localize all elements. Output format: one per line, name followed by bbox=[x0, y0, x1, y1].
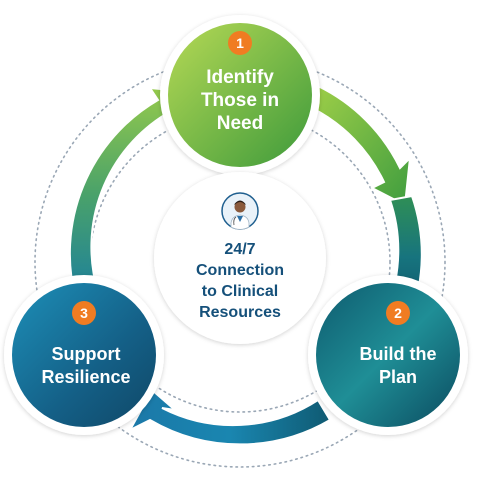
step-2-badge bbox=[386, 301, 410, 325]
step-3-label-line-2: Resilience bbox=[41, 367, 130, 387]
center-label-line-4: Resources bbox=[199, 304, 281, 321]
arc-top-right bbox=[310, 84, 412, 207]
step-3-badge bbox=[72, 301, 96, 325]
step-1-label-line-3: Need bbox=[217, 113, 263, 134]
step-1-label-line-1: Identify bbox=[206, 67, 274, 88]
inner-dotted-ring bbox=[89, 111, 391, 413]
center-hub: 24/7 Connection to Clinical Resources bbox=[154, 172, 326, 344]
step-3-number: 3 bbox=[80, 305, 88, 321]
center-label-line-3: to Clinical bbox=[202, 283, 278, 300]
doctor-icon bbox=[221, 192, 259, 230]
outer-dotted-ring bbox=[34, 56, 446, 468]
step-2-label-line-1: Build the bbox=[360, 344, 437, 364]
center-label-line-2: Connection bbox=[196, 262, 284, 279]
step-1-badge bbox=[228, 31, 252, 55]
step-2-node: 2 Build the Plan bbox=[308, 275, 468, 435]
step-1-label-line-2: Those in bbox=[201, 90, 279, 111]
step-2-number: 2 bbox=[394, 305, 402, 321]
step-1-node: 1 Identify Those in Need bbox=[160, 15, 320, 175]
step-2-label-line-2: Plan bbox=[379, 367, 417, 387]
step-1-number: 1 bbox=[236, 35, 244, 51]
step-3-label-line-1: Support bbox=[52, 344, 121, 364]
step-3-node: 3 Support Resilience bbox=[4, 275, 164, 435]
arc-bottom bbox=[127, 388, 332, 446]
center-label-line-1: 24/7 bbox=[224, 241, 255, 258]
